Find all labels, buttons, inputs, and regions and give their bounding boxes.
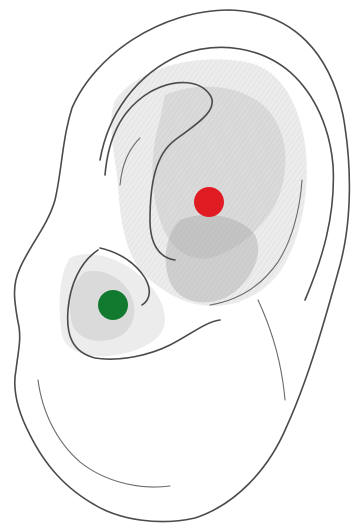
red-point-marker bbox=[194, 187, 224, 217]
lobule-line bbox=[38, 380, 170, 487]
antihelix-lower bbox=[258, 300, 285, 400]
ear-shading bbox=[60, 59, 310, 356]
green-point-marker bbox=[98, 290, 128, 320]
